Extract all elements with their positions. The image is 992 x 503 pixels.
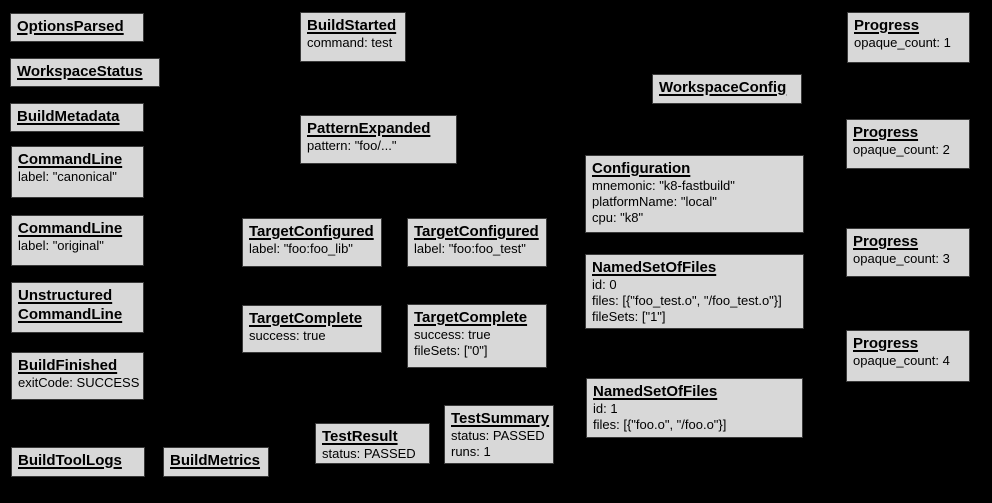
event-node-title: Progress [854,17,920,34]
event-node-title: Progress [853,335,919,352]
event-node-field: label: "original" [18,238,104,253]
event-node-field: label: "foo:foo_lib" [249,241,353,256]
event-node-field: label: "foo:foo_test" [414,241,526,256]
event-node-field: opaque_count: 3 [853,251,950,266]
event-node-field: exitCode: SUCCESS [18,375,140,390]
event-node-build-metadata: BuildMetadata [10,103,144,132]
event-node-title: BuildStarted [307,17,397,34]
event-node-build-tool-logs: BuildToolLogs [11,447,145,477]
event-node-field: platformName: "local" [592,194,717,209]
event-node-title: NamedSetOfFiles [593,383,718,400]
event-node-title: TargetConfigured [249,223,374,240]
event-node-title: WorkspaceStatus [17,63,143,80]
event-node-title: BuildFinished [18,357,118,374]
event-node-field: fileSets: ["0"] [414,343,488,358]
event-node-title: BuildMetadata [17,108,120,125]
event-node-options-parsed: OptionsParsed [10,13,144,42]
event-node-field: opaque_count: 2 [853,142,950,157]
event-node-title: WorkspaceConfig [659,79,787,96]
event-node-field: status: PASSED [451,428,545,443]
event-node-field: id: 0 [592,277,617,292]
event-node-field: id: 1 [593,401,618,416]
event-node-field: fileSets: ["1"] [592,309,666,324]
event-node-field: files: [{"foo_test.o", "/foo_test.o"}] [592,293,782,308]
event-node-workspace-config: WorkspaceConfig [652,74,802,104]
event-node-build-metrics: BuildMetrics [163,447,269,477]
event-node-field: pattern: "foo/..." [307,138,397,153]
event-node-field: mnemonic: "k8-fastbuild" [592,178,735,193]
event-node-title: OptionsParsed [17,18,124,35]
event-node-title: BuildToolLogs [18,452,122,469]
event-node-title: Progress [853,233,919,250]
event-node-title: Progress [853,124,919,141]
event-node-title: TargetComplete [414,309,528,326]
event-node-title: TestResult [322,428,398,445]
event-node-field: cpu: "k8" [592,210,644,225]
event-node-workspace-status: WorkspaceStatus [10,58,160,87]
event-node-title: TargetConfigured [414,223,539,240]
event-node-title: TargetComplete [249,310,363,327]
event-node-title: CommandLine [18,306,123,323]
event-node-field: success: true [249,328,326,343]
event-node-field: label: "canonical" [18,169,117,184]
event-node-title: TestSummary [451,410,550,427]
event-node-field: opaque_count: 4 [853,353,950,368]
event-node-title: PatternExpanded [307,120,431,137]
event-node-title: NamedSetOfFiles [592,259,717,276]
event-node-field: status: PASSED [322,446,416,461]
event-node-title: Configuration [592,160,691,177]
event-node-field: files: [{"foo.o", "/foo.o"}] [593,417,727,432]
event-node-title: BuildMetrics [170,452,261,469]
event-node-title: Unstructured [18,287,113,304]
event-node-title: CommandLine [18,220,123,237]
event-node-field: opaque_count: 1 [854,35,951,50]
event-node-title: CommandLine [18,151,123,168]
event-node-field: command: test [307,35,393,50]
event-node-field: runs: 1 [451,444,491,459]
event-node-field: success: true [414,327,491,342]
